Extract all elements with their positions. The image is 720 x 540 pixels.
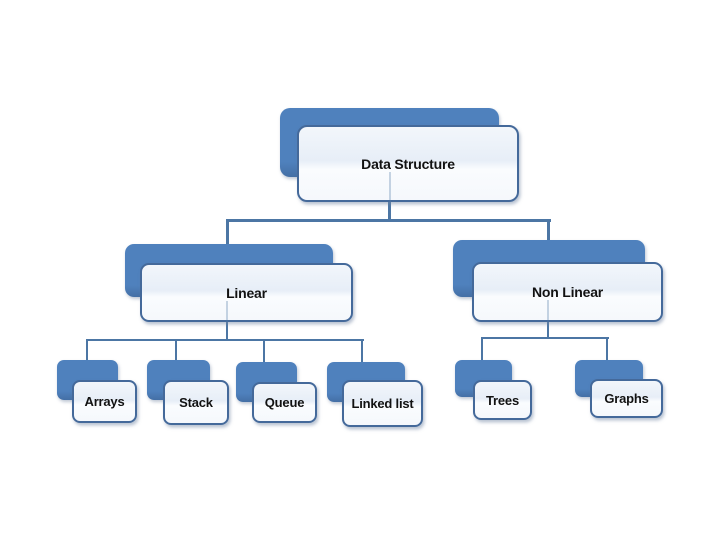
connector-root-stem — [388, 201, 391, 221]
connector-drop-non-linear — [547, 219, 550, 242]
trees-label: Trees — [486, 392, 519, 408]
stack-node: Stack — [163, 380, 229, 425]
linked-list-label: Linked list — [351, 396, 414, 411]
data-structure-node: Data Structure — [297, 125, 519, 202]
seam-root — [389, 172, 391, 202]
connector-linear-stem — [226, 321, 228, 341]
trees-node: Trees — [473, 380, 532, 420]
arrays-node: Arrays — [72, 380, 137, 423]
queue-label: Queue — [264, 395, 305, 410]
non-linear-node: Non Linear — [472, 262, 663, 322]
connector-drop-graphs — [606, 337, 608, 362]
graphs-node: Graphs — [590, 379, 663, 418]
connector-drop-queue — [263, 339, 265, 364]
connector-root-rail — [226, 219, 551, 222]
stack-label: Stack — [179, 395, 213, 410]
connector-drop-arrays — [86, 339, 88, 362]
linear-node: Linear — [140, 263, 353, 322]
connector-drop-stack — [175, 339, 177, 362]
queue-node: Queue — [252, 382, 317, 423]
linked-list-node: Linked list — [342, 380, 423, 427]
arrays-label: Arrays — [84, 394, 125, 409]
non-linear-label: Non Linear — [531, 284, 604, 300]
connector-drop-linear — [226, 219, 229, 246]
graphs-label: Graphs — [604, 391, 649, 406]
connector-drop-trees — [481, 337, 483, 362]
linear-label: Linear — [226, 284, 267, 301]
connector-linear-rail — [86, 339, 364, 341]
connector-non-linear-stem — [547, 321, 549, 339]
data-structure-label: Data Structure — [361, 155, 455, 172]
seam-linear — [226, 301, 228, 322]
connector-drop-linked-list — [361, 339, 363, 364]
connector-non-linear-rail — [481, 337, 609, 339]
seam-non-linear — [547, 300, 549, 322]
